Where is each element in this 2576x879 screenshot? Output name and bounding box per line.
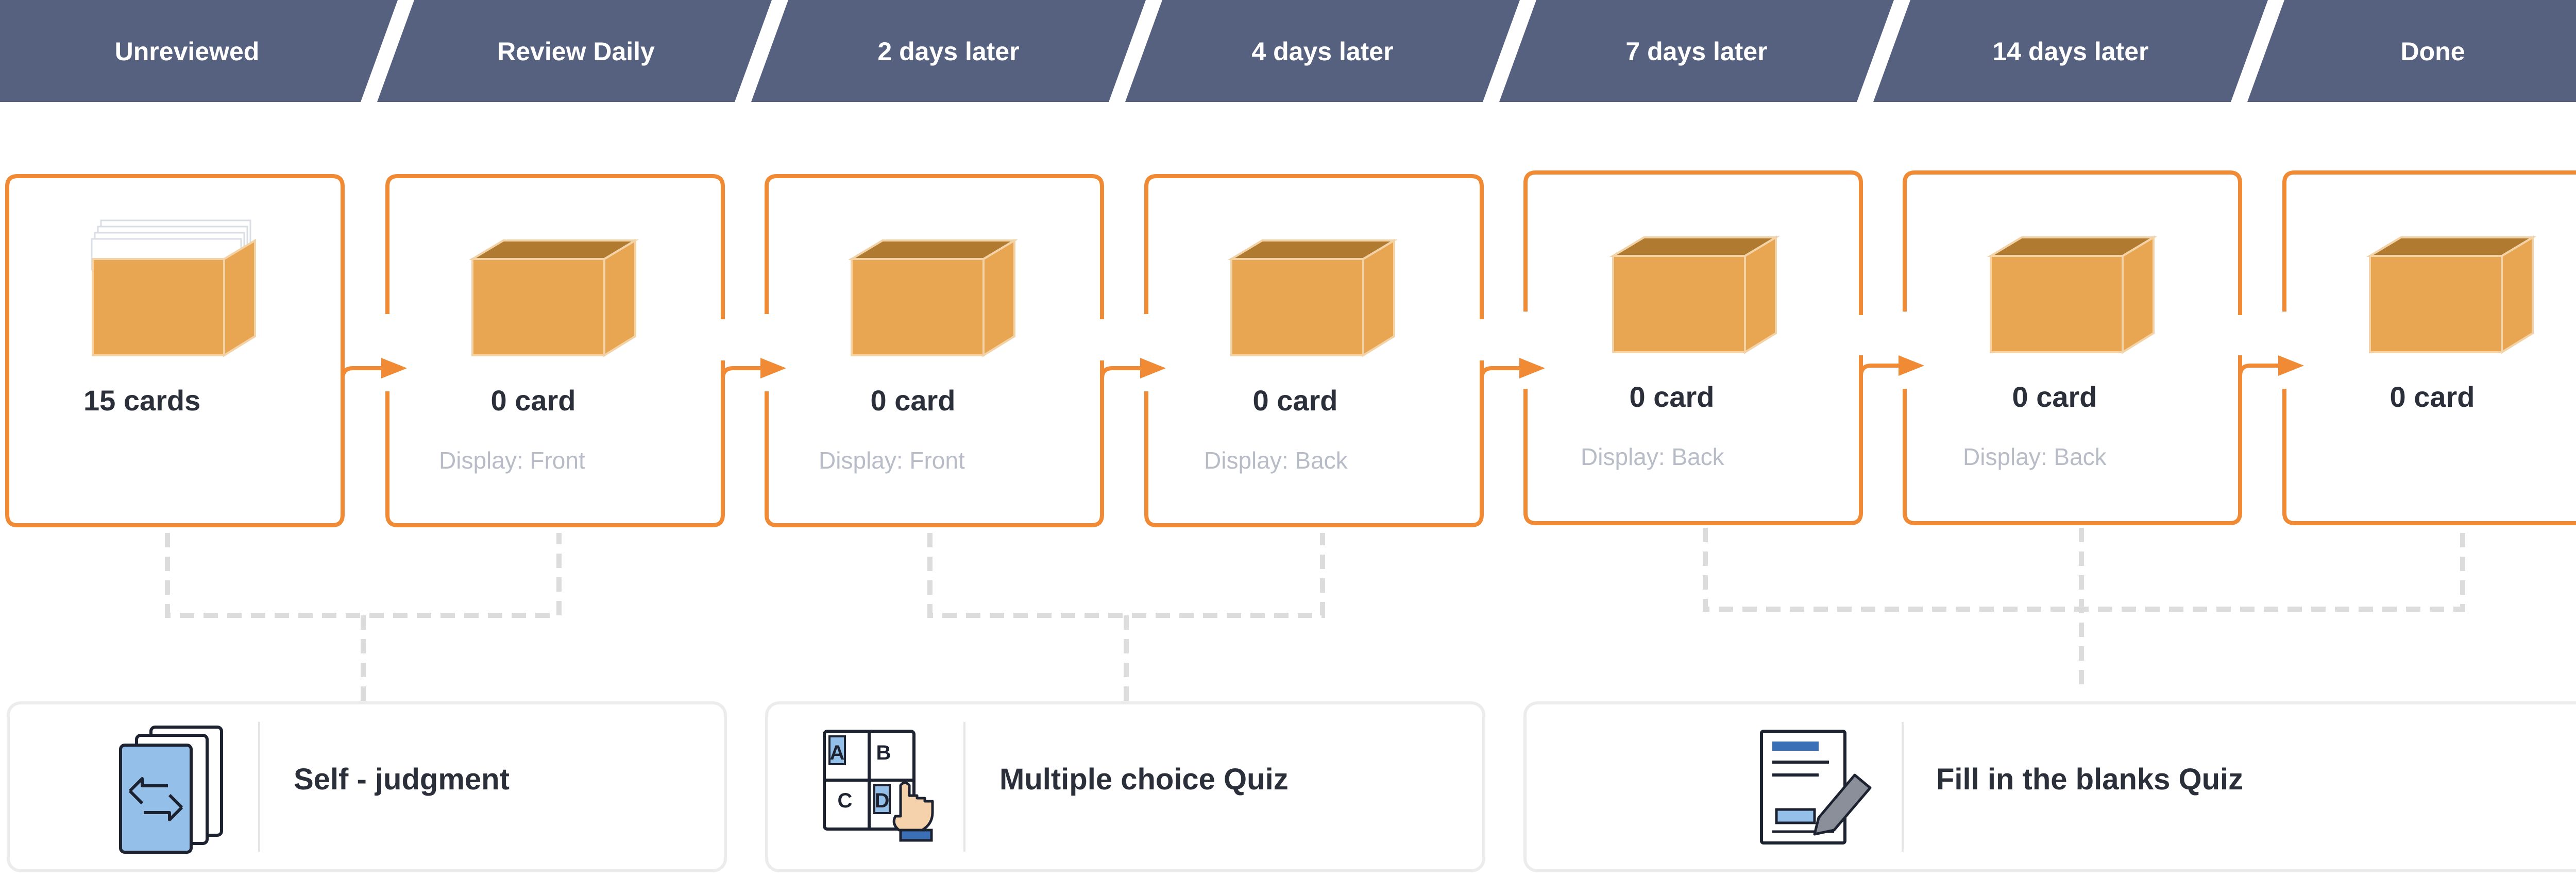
display-mode-4-days: Display: Back bbox=[1204, 447, 1348, 474]
svg-text:A: A bbox=[830, 742, 845, 764]
empty-box-icon bbox=[1987, 235, 2158, 354]
svg-text:C: C bbox=[838, 789, 853, 812]
stage-card-4-days bbox=[1144, 174, 1484, 527]
svg-text:B: B bbox=[876, 742, 891, 764]
method-label-self-judgment: Self - judgment bbox=[294, 763, 510, 796]
stage-card-unreviewed bbox=[5, 174, 345, 527]
stage-title-review-daily: Review Daily bbox=[497, 37, 655, 66]
stage-title-4-days: 4 days later bbox=[1251, 37, 1393, 66]
card-count-unreviewed: 15 cards bbox=[83, 384, 200, 417]
stage-header-4-days bbox=[1125, 0, 1520, 102]
arrowhead-1 bbox=[381, 358, 407, 378]
svg-text:D: D bbox=[875, 789, 890, 812]
stage-card-review-daily bbox=[385, 174, 725, 527]
empty-box-icon bbox=[2366, 235, 2537, 354]
arrowhead-6 bbox=[2278, 355, 2304, 376]
display-mode-7-days: Display: Back bbox=[1581, 443, 1725, 470]
method-connectors bbox=[165, 528, 2465, 703]
stage-title-unreviewed: Unreviewed bbox=[115, 37, 260, 66]
stage-header-unreviewed bbox=[0, 0, 398, 102]
method-panel-multiple-choice bbox=[765, 701, 1485, 872]
empty-box-icon bbox=[468, 238, 639, 357]
arrow-14-to-done bbox=[2238, 364, 2278, 513]
card-count-4-days: 0 card bbox=[1253, 384, 1338, 417]
arrow-4-to-7-days bbox=[1480, 366, 1519, 515]
stage-card-14-days bbox=[1903, 170, 2242, 525]
empty-box-icon bbox=[1609, 235, 1780, 354]
card-count-review-daily: 0 card bbox=[491, 384, 576, 417]
arrowhead-3 bbox=[1140, 358, 1166, 378]
stage-header-done bbox=[2247, 0, 2576, 102]
method-panels: Self - judgment A B C D Multiple choice … bbox=[7, 701, 2576, 872]
arrow-7-to-14-days bbox=[1859, 364, 1899, 513]
box-with-cards-icon bbox=[91, 219, 256, 357]
arrowhead-5 bbox=[1899, 355, 1924, 376]
display-mode-14-days: Display: Back bbox=[1963, 443, 2107, 470]
arrow-unreviewed-to-daily bbox=[341, 366, 381, 515]
arrowhead-4 bbox=[1519, 358, 1545, 378]
card-count-2-days: 0 card bbox=[871, 384, 956, 417]
method-label-multiple-choice: Multiple choice Quiz bbox=[999, 763, 1289, 796]
flip-cards-icon bbox=[119, 726, 223, 854]
card-count-14-days: 0 card bbox=[2012, 381, 2097, 413]
empty-box-icon bbox=[848, 238, 1019, 357]
stage-header-14-days bbox=[1873, 0, 2268, 102]
stage-title-2-days: 2 days later bbox=[877, 37, 1019, 66]
card-count-7-days: 0 card bbox=[1630, 381, 1715, 413]
stage-header-2-days bbox=[751, 0, 1146, 102]
display-mode-2-days: Display: Front bbox=[819, 447, 965, 474]
multiple-choice-icon: A B C D bbox=[823, 730, 934, 842]
display-mode-review-daily: Display: Front bbox=[439, 447, 585, 474]
method-label-fill-blanks: Fill in the blanks Quiz bbox=[1936, 763, 2243, 796]
stage-card-done bbox=[2282, 170, 2576, 525]
stage-header-bar: Unreviewed Review Daily 2 days later 4 d… bbox=[0, 0, 2576, 102]
card-count-done: 0 card bbox=[2390, 381, 2475, 413]
stage-title-14-days: 14 days later bbox=[1993, 37, 2149, 66]
stage-header-7-days bbox=[1499, 0, 1894, 102]
connector-self-judgment bbox=[165, 533, 562, 618]
stage-card-2-days bbox=[765, 174, 1104, 527]
arrow-2-to-4-days bbox=[1100, 366, 1140, 515]
stage-cards: 15 cards 0 card 0 card 0 card 0 card 0 c… bbox=[5, 170, 2576, 527]
empty-box-icon bbox=[1227, 238, 1398, 357]
stage-card-7-days bbox=[1523, 170, 1863, 525]
arrowhead-2 bbox=[760, 358, 786, 378]
fill-blanks-icon bbox=[1760, 730, 1872, 844]
stage-header-review-daily bbox=[377, 0, 772, 102]
connector-multiple-choice bbox=[927, 533, 1325, 618]
arrow-daily-to-2-days bbox=[721, 366, 760, 515]
stage-title-7-days: 7 days later bbox=[1625, 37, 1767, 66]
stage-title-done: Done bbox=[2401, 37, 2465, 66]
